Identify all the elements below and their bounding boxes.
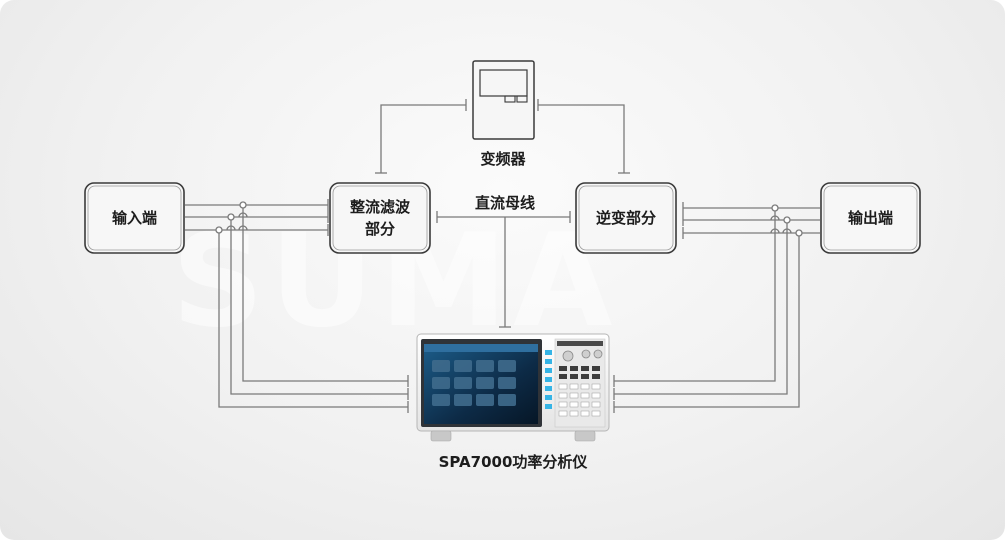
frequency-converter-device-icon bbox=[472, 60, 535, 140]
input-node-label: 输入端 bbox=[111, 209, 157, 227]
inverter-node: 逆变部分 bbox=[576, 183, 676, 253]
output-node: 输出端 bbox=[821, 183, 920, 253]
vfd-label: 变频器 bbox=[480, 150, 526, 168]
node-boxes bbox=[84, 182, 921, 254]
inverter-node-label: 逆变部分 bbox=[595, 209, 656, 227]
rectifier-node-label-line1: 整流滤波 bbox=[349, 198, 410, 216]
input-box bbox=[84, 182, 185, 254]
output-box bbox=[820, 182, 921, 254]
inverter-box bbox=[575, 182, 677, 254]
rectifier-node: 整流滤波 部分 bbox=[330, 183, 430, 253]
junction-dots bbox=[215, 201, 803, 237]
input-node: 输入端 bbox=[85, 183, 184, 253]
line-crossovers bbox=[226, 212, 792, 234]
power-analyzer-device-icon bbox=[416, 333, 610, 442]
output-node-label: 输出端 bbox=[847, 209, 893, 227]
dc-bus-label: 直流母线 bbox=[474, 194, 535, 212]
rectifier-node-label-line2: 部分 bbox=[364, 220, 395, 238]
rectifier-box bbox=[329, 182, 431, 254]
analyzer-label: SPA7000功率分析仪 bbox=[438, 453, 588, 471]
